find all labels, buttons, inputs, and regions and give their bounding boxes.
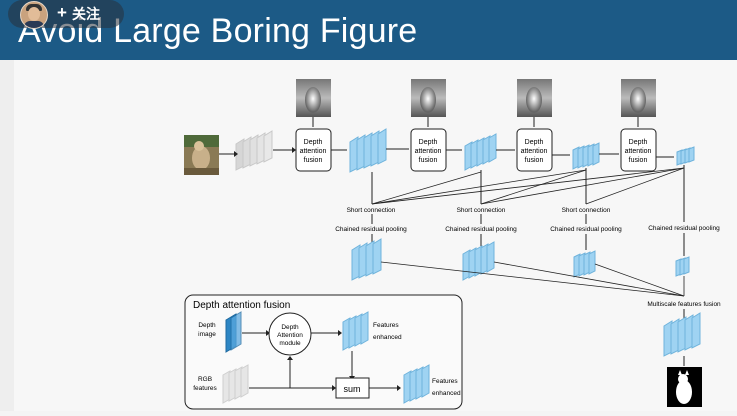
- rgb-feature-stack: [222, 364, 249, 404]
- attention-module-circle: [268, 312, 312, 356]
- features-enhanced-label-2: enhanced: [432, 390, 461, 397]
- fusion-block-1: Depth attention fusion: [295, 128, 332, 172]
- fusion-block-4: Depth attention fusion: [620, 128, 657, 172]
- multiscale-fusion-label: Multiscale features fusion: [647, 301, 721, 308]
- depth-image-4: [621, 79, 656, 117]
- short-connection-label: Short connection: [347, 207, 396, 214]
- block-label-line: fusion: [419, 157, 438, 164]
- block-label-line: attention: [521, 148, 548, 155]
- depth-image-label: Depth: [198, 322, 216, 329]
- depth-feature-block: [225, 311, 242, 353]
- features-enhanced-label-2: Features: [432, 378, 458, 385]
- attention-module-label: Attention: [277, 332, 303, 339]
- short-connection-label: Short connection: [457, 207, 506, 214]
- features-enhanced-label: Features: [373, 322, 399, 329]
- block-label-line: Depth: [304, 139, 323, 146]
- chained-pooling-label: Chained residual pooling: [648, 225, 720, 232]
- block-label-line: Depth: [629, 139, 648, 146]
- output-saliency-map: [667, 367, 702, 407]
- slide-canvas: Depth attention fusion Depth attention f…: [0, 60, 737, 411]
- block-label-line: attention: [415, 148, 442, 155]
- block-label-line: fusion: [525, 157, 544, 164]
- rgb-features-label: RGB: [198, 376, 212, 383]
- block-label-line: attention: [625, 148, 652, 155]
- final-features: [663, 312, 701, 357]
- features-enhanced-label: enhanced: [373, 334, 402, 341]
- plus-icon: +: [57, 3, 67, 22]
- chained-pooling-label: Chained residual pooling: [445, 226, 517, 233]
- follow-button[interactable]: + 关注: [8, 0, 124, 29]
- depth-image-1: [296, 79, 331, 117]
- backbone-features: [235, 130, 273, 171]
- inset-depth-attention-fusion: Depth attention fusion Depth image Depth…: [184, 294, 463, 410]
- attention-module-label: Depth: [281, 324, 299, 331]
- depth-image-label: image: [198, 331, 216, 338]
- avatar[interactable]: [20, 1, 48, 29]
- depth-image-2: [411, 79, 446, 117]
- pooled-features-3: [573, 250, 596, 278]
- chained-pooling-label: Chained residual pooling: [550, 226, 622, 233]
- fused-features-2: [464, 133, 497, 171]
- depth-image-3: [517, 79, 552, 117]
- fused-features-4: [676, 146, 695, 166]
- sum-label: sum: [343, 384, 360, 394]
- short-connection-label: Short connection: [562, 207, 611, 214]
- input-image: [184, 135, 219, 175]
- slide-header: Avoid Large Boring Figure: [0, 0, 737, 60]
- network-diagram: Depth attention fusion Depth attention f…: [0, 60, 721, 411]
- block-label-line: fusion: [304, 157, 323, 164]
- attention-module-label: module: [279, 340, 301, 347]
- pooled-features-4: [675, 256, 690, 277]
- block-label-line: Depth: [525, 139, 544, 146]
- inset-title: Depth attention fusion: [193, 300, 290, 311]
- block-label-line: Depth: [419, 139, 438, 146]
- pooled-features-1: [351, 238, 382, 281]
- fused-features-1: [349, 128, 387, 173]
- enhanced-output-stack: [403, 364, 430, 404]
- block-label-line: fusion: [629, 157, 648, 164]
- follow-label: 关注: [72, 7, 100, 23]
- chained-pooling-label: Chained residual pooling: [335, 226, 407, 233]
- block-label-line: attention: [300, 148, 327, 155]
- attention-feature-stack: [342, 311, 369, 351]
- fusion-block-2: Depth attention fusion: [410, 128, 447, 172]
- fused-features-3: [572, 142, 600, 170]
- rgb-features-label: features: [193, 385, 217, 392]
- fusion-block-3: Depth attention fusion: [516, 128, 553, 172]
